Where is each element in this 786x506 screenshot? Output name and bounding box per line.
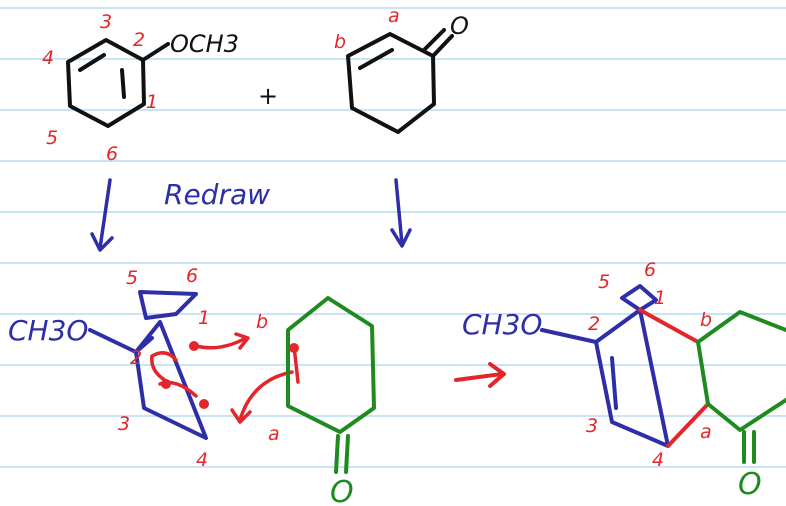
position-number: 1	[146, 91, 158, 113]
carbonyl-bond	[344, 434, 350, 474]
redrawn-diene-numbers: 1 2 3 4 5 6	[118, 265, 210, 471]
position-number: 4	[42, 47, 54, 69]
reaction-arrow-icon	[454, 362, 506, 388]
new-sigma-bond	[638, 308, 700, 344]
position-number: 1	[654, 287, 666, 309]
new-sigma-bond	[666, 402, 710, 448]
reactant-1-numbers: 1 2 3 4 5 6	[42, 11, 158, 165]
curved-arrow-icon	[238, 370, 294, 422]
bicyclic-frame	[594, 308, 670, 448]
benzene-hexagon	[66, 38, 146, 128]
down-arrow-icon	[90, 232, 114, 252]
redraw-arrows	[90, 178, 412, 252]
curved-arrow-icon	[234, 332, 250, 350]
position-number: 2	[130, 347, 142, 369]
position-letter: b	[256, 311, 268, 333]
reaction-arrow-shaft	[454, 372, 504, 382]
position-letter: b	[334, 31, 346, 53]
curved-arrow-icon	[150, 351, 178, 384]
cyclohexenone-ring	[286, 296, 376, 434]
double-bond-line	[610, 356, 618, 410]
diene-frame	[134, 320, 208, 440]
cyclohexenone-ring	[346, 32, 436, 134]
electron-dots	[161, 341, 299, 409]
methoxy-bond	[141, 42, 170, 62]
position-number: 1	[198, 307, 210, 329]
carbonyl-oxygen-label: O	[450, 12, 469, 40]
down-arrow-icon	[394, 178, 404, 246]
product-red-bonds	[638, 308, 710, 448]
double-bond-line	[78, 53, 106, 72]
position-number: 2	[133, 29, 145, 51]
position-number: 5	[46, 127, 58, 149]
position-letter: a	[268, 423, 280, 445]
electron-arrows	[150, 332, 300, 424]
carbonyl-oxygen-label: O	[738, 467, 762, 502]
cyclohexanone-ring	[696, 310, 786, 344]
position-number: 3	[118, 413, 130, 435]
electron-dot	[199, 399, 209, 409]
redrawn-diene	[88, 290, 208, 440]
position-letter: b	[700, 309, 712, 331]
down-arrow-icon	[390, 228, 412, 248]
reactant-1-ring	[66, 38, 170, 128]
carbonyl-bond	[431, 34, 454, 58]
position-number: 3	[586, 415, 598, 437]
position-number: 5	[126, 267, 138, 289]
methoxy-label: CH3O	[462, 308, 542, 341]
position-number: 5	[598, 271, 610, 293]
carbonyl-bond	[334, 434, 340, 474]
plus-sign: +	[258, 82, 278, 110]
bridge-carbons	[620, 284, 658, 312]
methoxy-bond	[540, 328, 598, 344]
redrawn-dienophile	[286, 296, 376, 474]
bridge-carbons	[138, 290, 198, 320]
electron-dot	[189, 341, 199, 351]
electron-dot	[289, 343, 299, 353]
double-bond-line	[358, 48, 394, 70]
reaction-arrow-head	[488, 362, 506, 388]
cyclohexanone-ring	[696, 340, 786, 432]
methoxy-label: OCH3	[170, 30, 239, 58]
electron-dot	[161, 379, 171, 389]
diene-bond	[134, 336, 154, 354]
product-green-ring	[696, 310, 786, 464]
carbonyl-oxygen-label: O	[330, 475, 354, 506]
position-number: 4	[196, 449, 208, 471]
methoxy-bond	[88, 328, 138, 354]
position-letter: a	[388, 5, 400, 27]
redraw-label: Redraw	[164, 178, 270, 211]
position-number: 6	[644, 259, 656, 281]
carbonyl-bond	[422, 28, 446, 52]
position-number: 6	[186, 265, 198, 287]
ruled-lines	[0, 7, 786, 468]
position-number: 6	[106, 143, 118, 165]
product-numbers: 1 2 3 4 5 6 a b	[586, 259, 712, 471]
position-number: 4	[652, 449, 664, 471]
position-number: 2	[588, 313, 600, 335]
position-number: 3	[100, 11, 112, 33]
product-blue-frame	[540, 284, 670, 448]
methoxy-label: CH3O	[8, 314, 88, 347]
curved-arrow-icon	[230, 408, 252, 424]
position-letter: a	[700, 421, 712, 443]
double-bond-line	[120, 68, 126, 99]
reactant-2-ring	[346, 28, 454, 134]
down-arrow-icon	[98, 178, 112, 250]
curved-arrow-icon	[194, 336, 248, 350]
